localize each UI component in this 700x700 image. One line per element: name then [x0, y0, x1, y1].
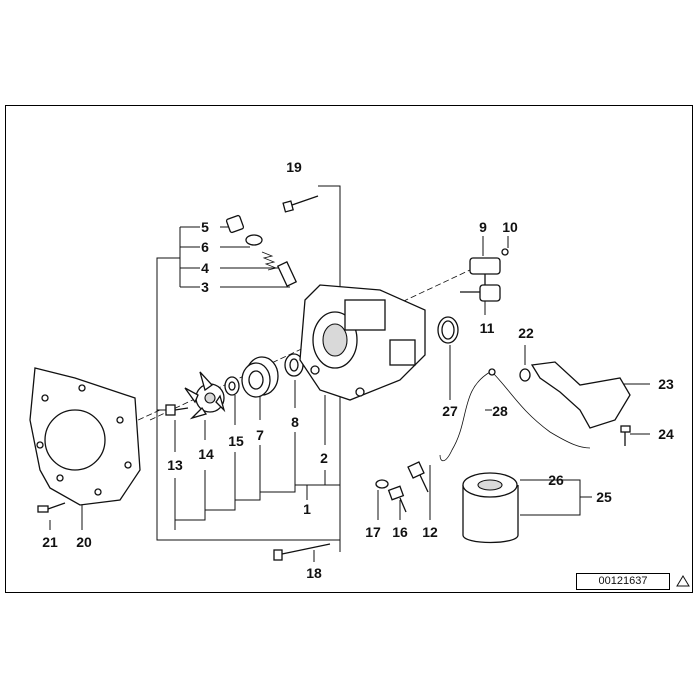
callout-12: 12 — [422, 524, 438, 540]
screw-part-16 — [375, 479, 407, 513]
callout-28: 28 — [492, 403, 508, 419]
washer-part-15 — [224, 376, 240, 396]
callout-25: 25 — [596, 489, 612, 505]
sensor-part-12 — [407, 461, 429, 493]
triangle-icon — [676, 575, 690, 587]
seal-part-7 — [241, 356, 279, 398]
callout-27: 27 — [442, 403, 458, 419]
callout-15: 15 — [228, 433, 244, 449]
bolt-part-13 — [165, 404, 189, 416]
callout-22: 22 — [518, 325, 534, 341]
document-id-box: 00121637 — [576, 573, 670, 590]
callout-8: 8 — [291, 414, 299, 430]
callout-23: 23 — [658, 376, 674, 392]
oring-part-27 — [437, 316, 459, 344]
callout-19: 19 — [286, 159, 302, 175]
cable-part — [439, 368, 591, 462]
callout-26: 26 — [548, 472, 564, 488]
callout-6: 6 — [201, 239, 209, 255]
callout-20: 20 — [76, 534, 92, 550]
callout-5: 5 — [201, 219, 209, 235]
valve-parts — [225, 214, 298, 287]
callout-11: 11 — [480, 320, 495, 336]
cover-plate-part — [29, 367, 141, 506]
callout-18: 18 — [306, 565, 322, 581]
gear-shaft-part — [460, 248, 509, 302]
callout-10: 10 — [502, 219, 518, 235]
callout-labels: 1 2 3 4 5 6 7 8 9 10 11 12 13 14 15 16 1… — [42, 159, 674, 581]
callout-17: 17 — [365, 524, 381, 540]
callout-2: 2 — [320, 450, 328, 466]
bolt-part-18 — [273, 543, 331, 561]
impeller-part — [184, 371, 226, 420]
callout-3: 3 — [201, 279, 209, 295]
bolt-part-19 — [282, 195, 319, 213]
callout-1: 1 — [303, 501, 311, 517]
callout-21: 21 — [42, 534, 58, 550]
nut-part-22 — [519, 368, 531, 382]
callout-9: 9 — [479, 219, 487, 235]
oil-filter-part — [462, 472, 519, 544]
screw-part-24 — [620, 425, 631, 446]
callout-16: 16 — [392, 524, 408, 540]
callout-14: 14 — [198, 446, 214, 462]
bolt-part-21 — [37, 502, 66, 513]
callout-13: 13 — [167, 457, 183, 473]
callout-7: 7 — [256, 427, 264, 443]
housing-part — [299, 284, 426, 401]
callout-4: 4 — [201, 260, 209, 276]
bracket-part-23 — [530, 361, 631, 429]
callout-24: 24 — [658, 426, 674, 442]
